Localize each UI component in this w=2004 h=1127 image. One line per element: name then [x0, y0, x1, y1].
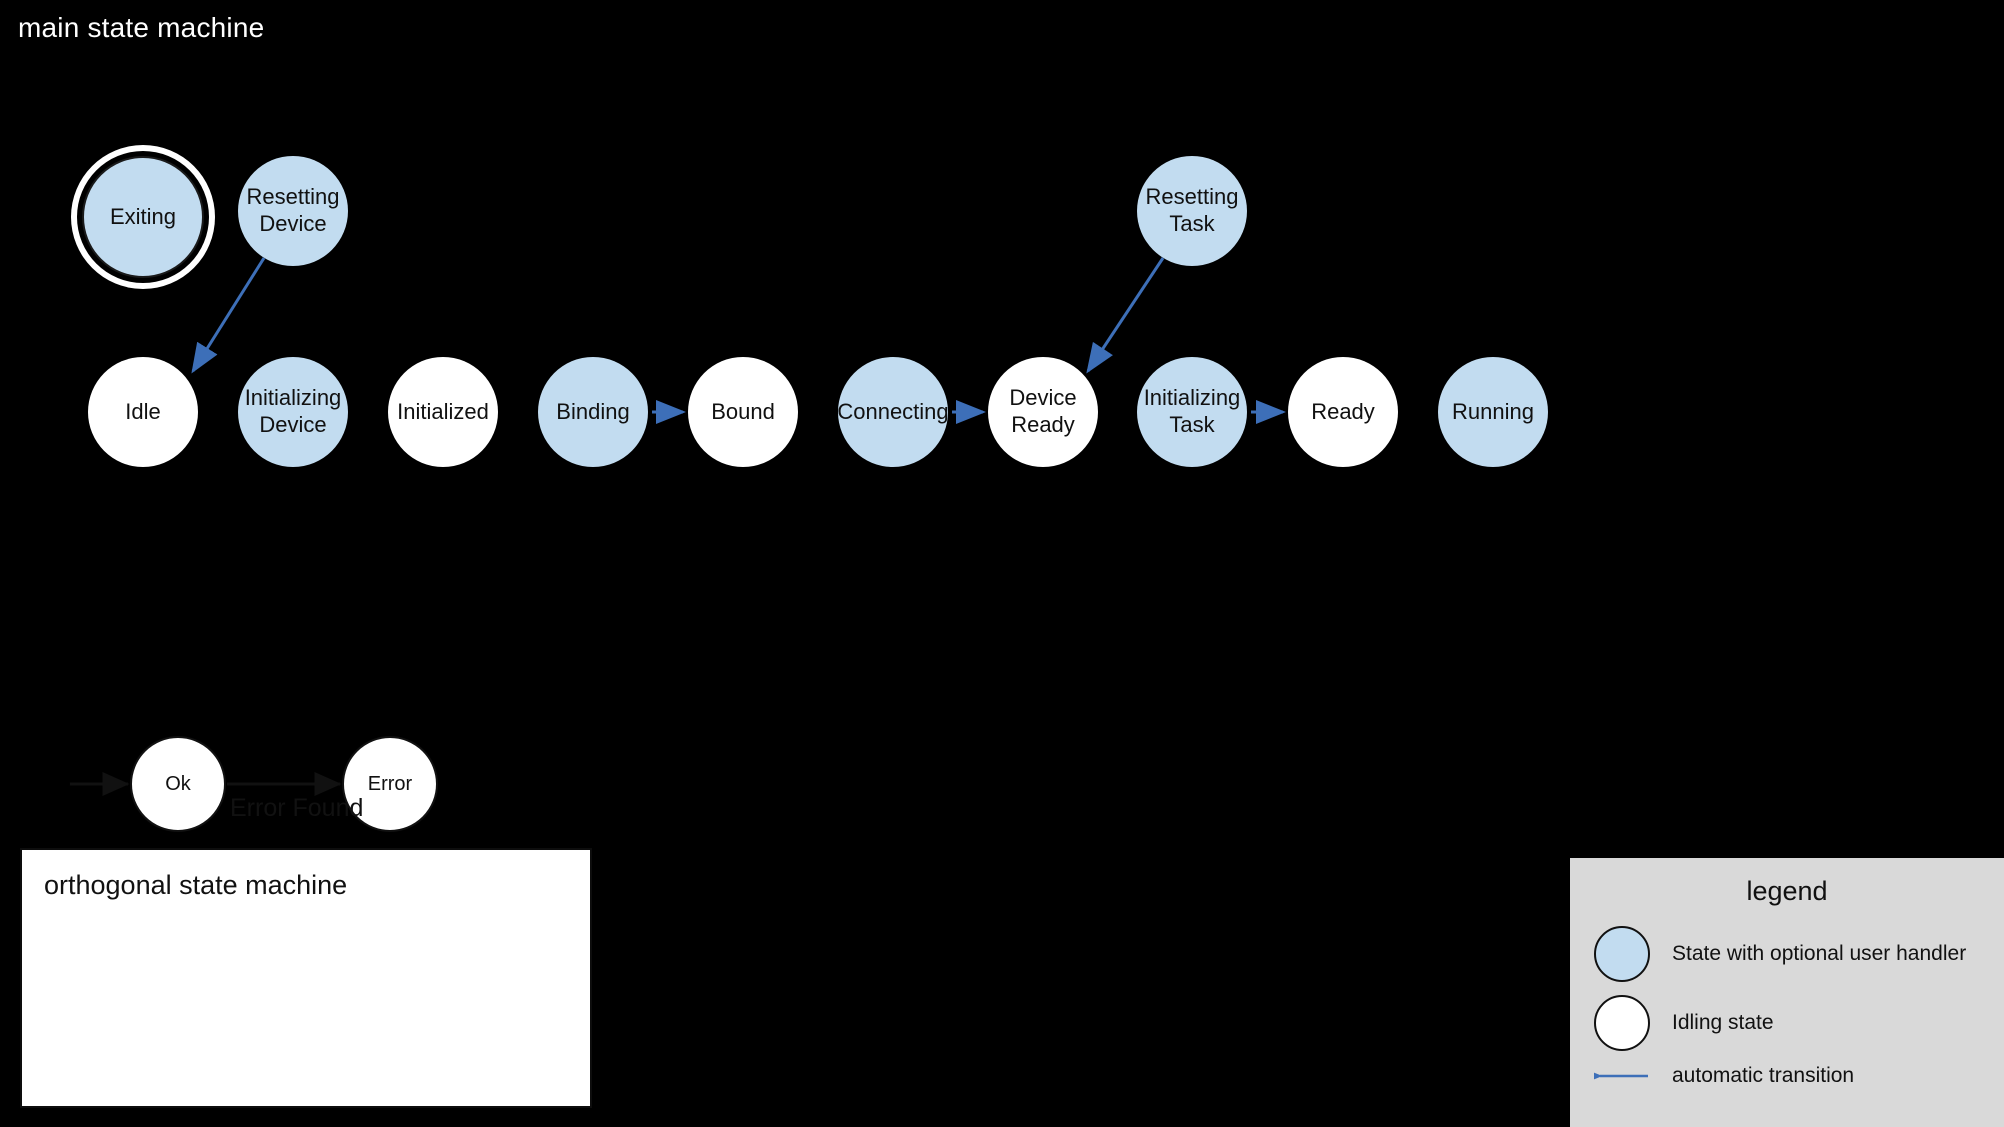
state-label-idle: Idle — [125, 398, 161, 424]
state-node-ready[interactable]: Ready — [1288, 357, 1398, 467]
legend-label-automatic-transition: automatic transition — [1672, 1064, 1855, 1087]
legend-title: legend — [1746, 876, 1828, 906]
state-node-running[interactable]: Running — [1438, 357, 1548, 467]
state-label-device-ready: Device Ready — [1009, 385, 1077, 437]
edge-resetting-device-to-idle — [191, 257, 266, 374]
legend-row-automatic-transition: automatic transition — [1577, 1064, 1994, 1088]
ortho-state-label-error: Error — [367, 772, 413, 795]
legend-row-idling-state: Idling state — [1594, 995, 1994, 1051]
white-circle-icon — [1594, 995, 1650, 1051]
state-node-initializing-task[interactable]: Initializing Task — [1137, 357, 1247, 467]
state-label-exiting: Exiting — [109, 203, 177, 229]
orthogonal-state-machine-panel: orthogonal state machine — [20, 848, 592, 1108]
initial-state-dot — [34, 766, 70, 802]
state-label-connecting: Connecting — [837, 398, 949, 424]
state-node-binding[interactable]: Binding — [538, 357, 648, 467]
page-title: main state machine — [18, 12, 265, 43]
state-node-exiting[interactable]: Exiting — [82, 156, 204, 278]
state-node-device-ready[interactable]: Device Ready — [988, 357, 1098, 467]
ortho-state-label-ok: Ok — [165, 772, 191, 795]
state-label-running: Running — [1452, 398, 1534, 424]
ortho-edge-label-error-found: Error Found — [230, 794, 364, 822]
legend-panel: legend State with optional user handler … — [1570, 858, 2004, 1127]
state-label-resetting-device: Resetting Device — [246, 184, 340, 236]
state-node-resetting-task[interactable]: Resetting Task — [1137, 156, 1247, 266]
state-label-bound: Bound — [711, 398, 775, 424]
state-label-resetting-task: Resetting Task — [1145, 184, 1239, 236]
legend-label-state-with-handler: State with optional user handler — [1672, 942, 1967, 965]
state-label-initialized: Initialized — [397, 398, 489, 424]
blue-arrow-icon — [1577, 1066, 1650, 1086]
state-node-resetting-device[interactable]: Resetting Device — [238, 156, 348, 266]
legend-row-state-with-handler: State with optional user handler — [1594, 926, 1994, 982]
state-node-bound[interactable]: Bound — [688, 357, 798, 467]
state-label-initializing-task: Initializing Task — [1143, 385, 1241, 437]
state-node-connecting[interactable]: Connecting — [837, 357, 949, 467]
state-label-binding: Binding — [556, 398, 630, 424]
state-node-initialized[interactable]: Initialized — [388, 357, 498, 467]
state-node-initializing-device[interactable]: Initializing Device — [238, 357, 348, 467]
orthogonal-panel-title: orthogonal state machine — [44, 870, 348, 900]
ortho-state-node-error[interactable]: Error — [342, 736, 438, 832]
blue-circle-icon — [1594, 926, 1650, 982]
legend-label-idling-state: Idling state — [1672, 1011, 1774, 1034]
state-label-initializing-device: Initializing Device — [244, 385, 342, 437]
ortho-state-node-ok[interactable]: Ok — [130, 736, 226, 832]
state-node-idle[interactable]: Idle — [88, 357, 198, 467]
edge-resetting-task-to-device-ready — [1086, 257, 1165, 374]
state-label-ready: Ready — [1311, 398, 1375, 424]
